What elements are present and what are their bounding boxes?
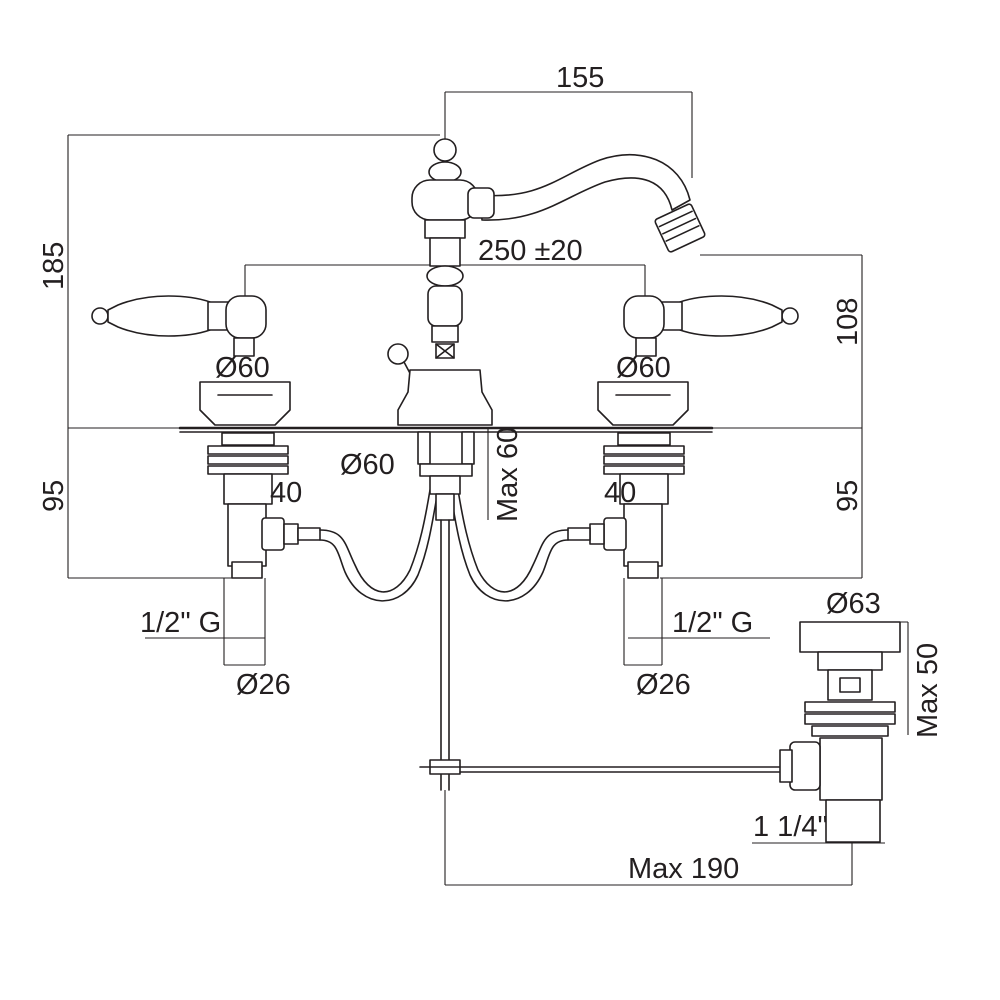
- dim-waste-max-height: Max 50: [912, 643, 944, 738]
- dim-spout-height: 108: [832, 298, 864, 346]
- dim-valve-diameter-right: Ø60: [616, 352, 671, 384]
- dim-tail-diameter-left: Ø26: [236, 669, 291, 701]
- dim-handle-spacing: 250 ±20: [478, 235, 583, 267]
- dim-shank-length-left: 95: [38, 480, 70, 512]
- dim-thread-right: 1/2" G: [672, 607, 753, 639]
- dim-body-base-diameter: Ø60: [340, 449, 395, 481]
- flex-hoses: [319, 489, 569, 602]
- dim-body-shank-max: Max 60: [492, 427, 524, 522]
- deck-plate: [178, 426, 714, 433]
- dim-connection-length-left: 40: [270, 477, 302, 509]
- dim-tail-diameter-right: Ø26: [636, 669, 691, 701]
- dim-valve-diameter-left: Ø60: [215, 352, 270, 384]
- left-valve-assembly: [91, 295, 321, 579]
- dim-total-height: 185: [38, 242, 70, 290]
- dim-spout-reach: 155: [556, 62, 604, 94]
- dim-connection-length-right: 40: [604, 477, 636, 509]
- dim-waste-rod-max: Max 190: [628, 853, 739, 885]
- central-spout-body: [387, 138, 706, 521]
- dim-thread-left: 1/2" G: [140, 607, 221, 639]
- right-valve-assembly: [567, 295, 799, 579]
- dim-shank-length-right: 95: [832, 480, 864, 512]
- pop-up-waste-assembly: [419, 519, 901, 843]
- dim-waste-cap-diameter: Ø63: [826, 588, 881, 620]
- dim-waste-thread: 1 1/4": [753, 811, 828, 843]
